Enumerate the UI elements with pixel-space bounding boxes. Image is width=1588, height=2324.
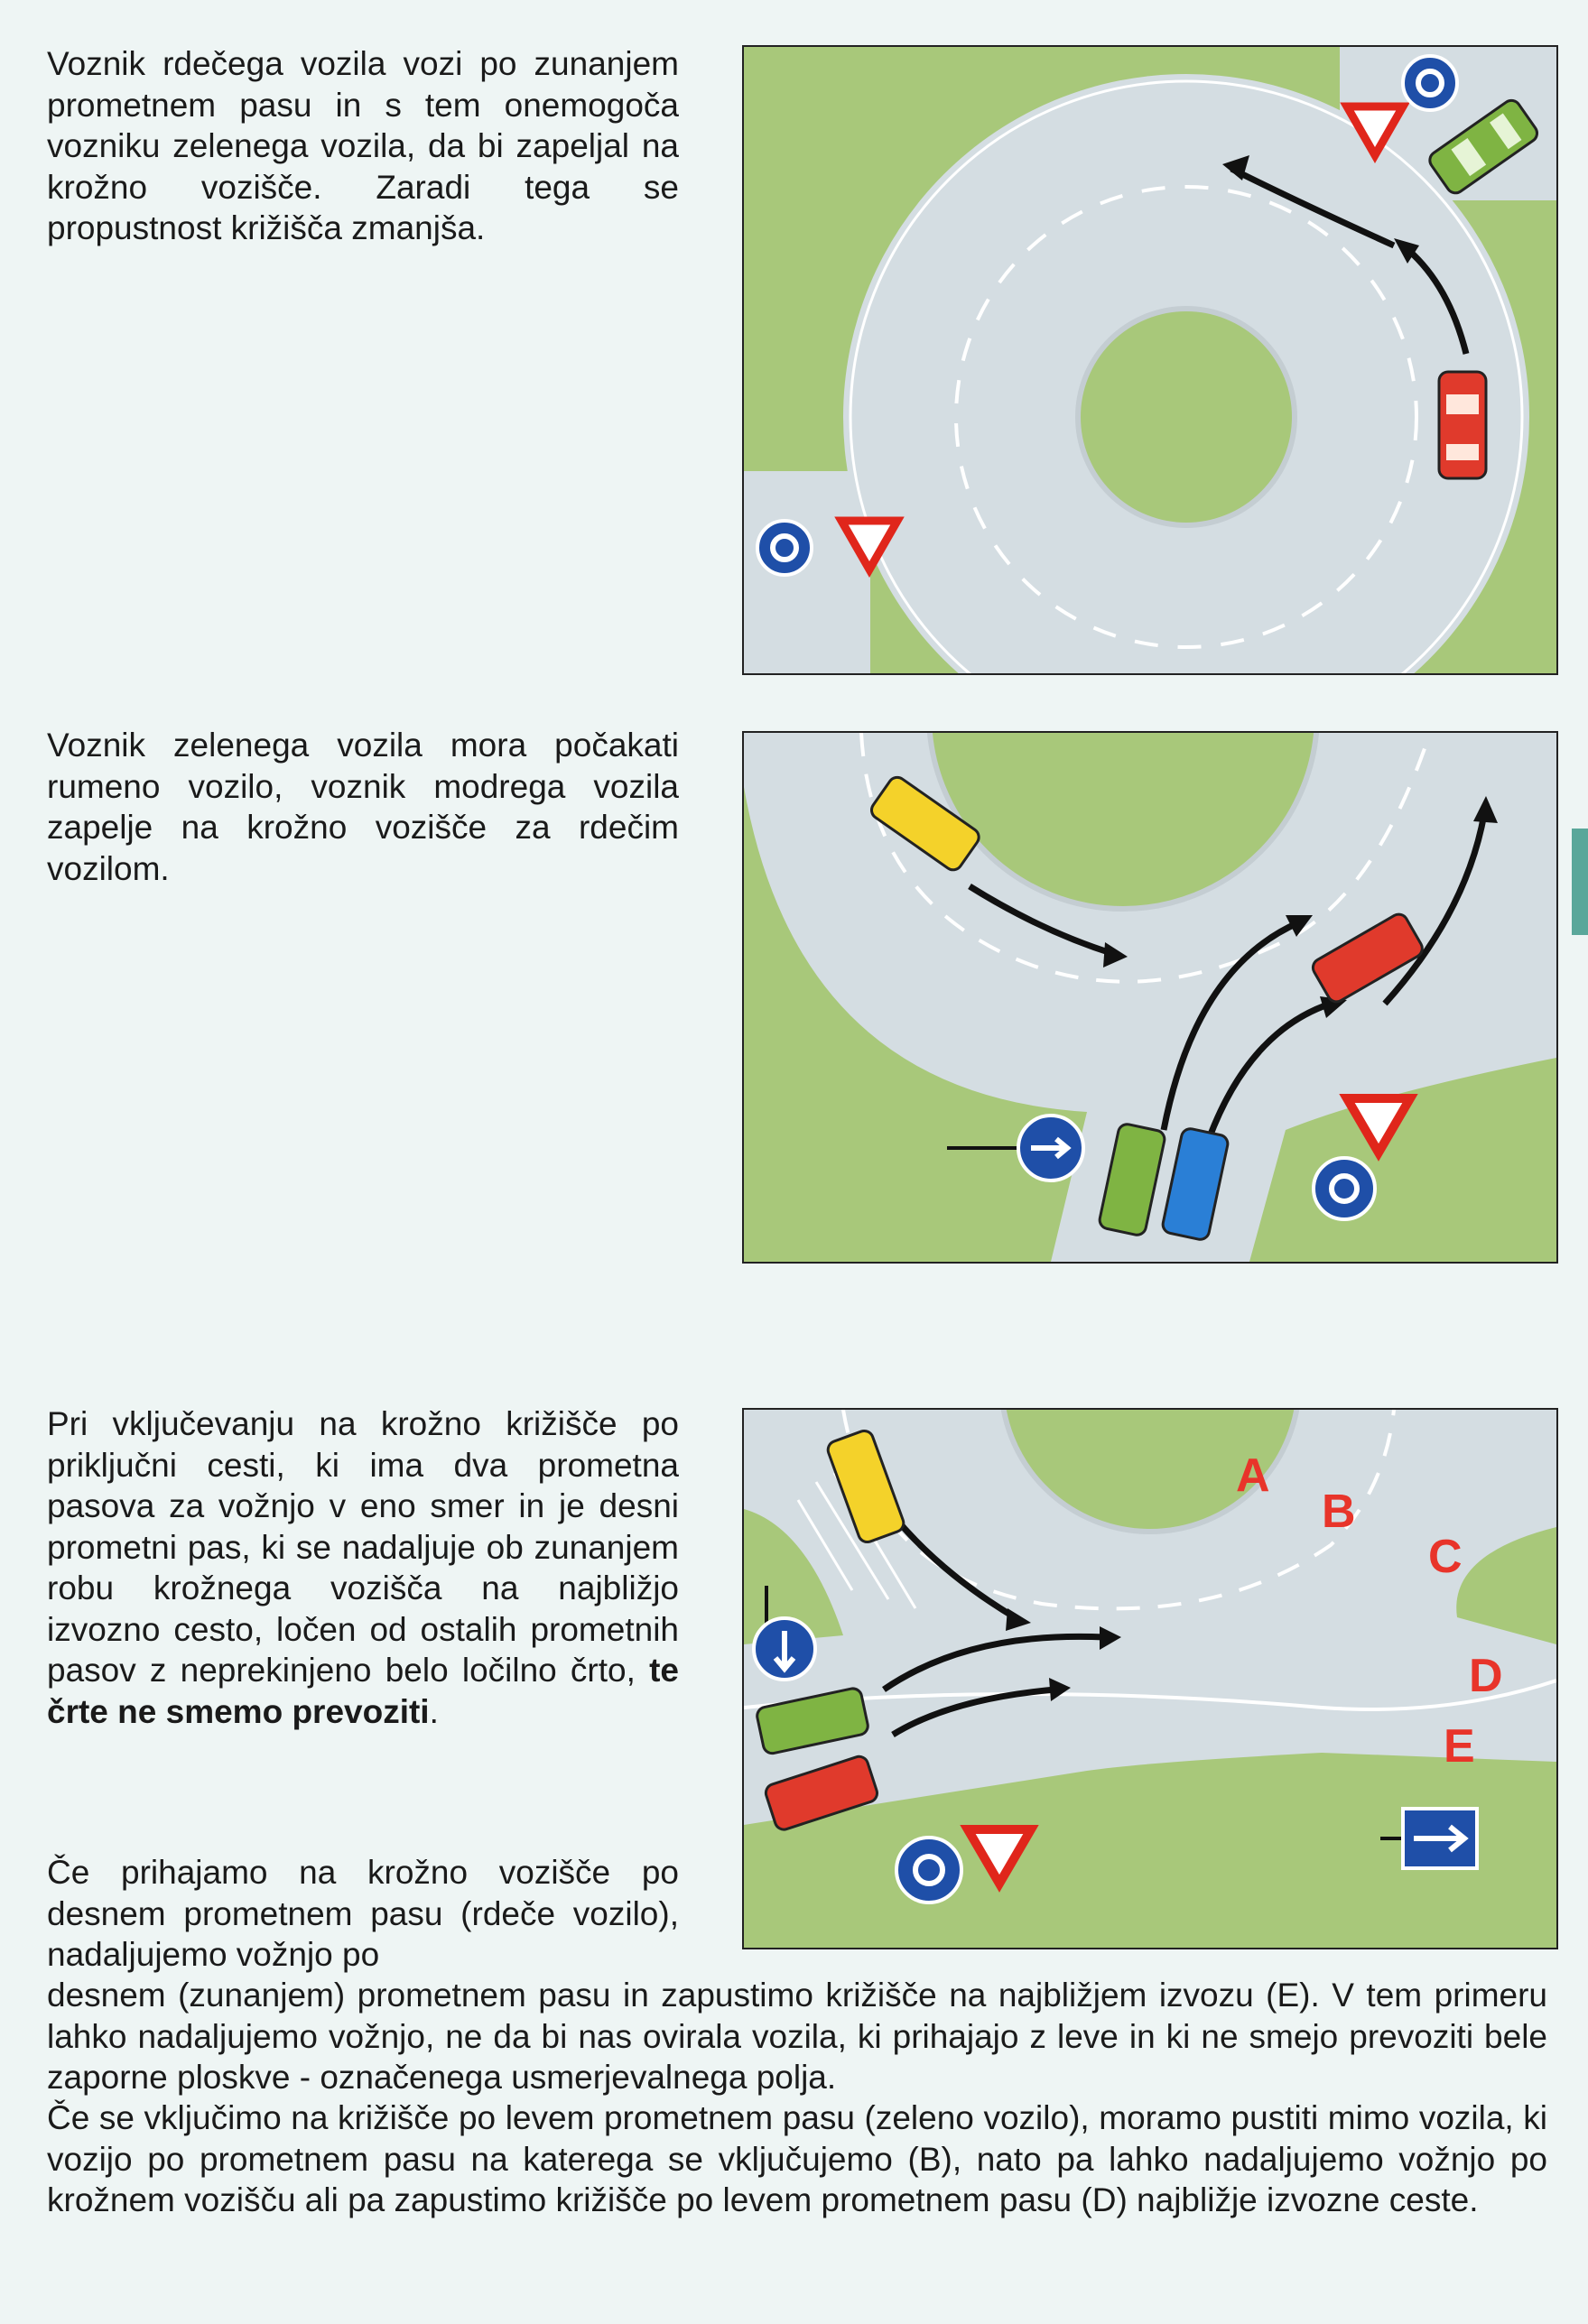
- figure-2-svg: [744, 733, 1556, 1262]
- paragraph-3: Pri vključevanju na krožno križišče po p…: [47, 1403, 679, 1732]
- roundabout-sign-icon: [757, 521, 812, 575]
- roundabout-sign-icon: [896, 1838, 961, 1903]
- label-b: B: [1322, 1486, 1356, 1538]
- paragraph-1: Voznik rdečega vozila vozi po zunanjem p…: [47, 43, 679, 249]
- paragraph-2: Voznik zelenega vozila mora počakati rum…: [47, 725, 679, 889]
- figure-2-roundabout: [742, 731, 1558, 1264]
- paragraph-5: Če se vključimo na križišče po levem pro…: [47, 2097, 1547, 2221]
- roundabout-sign-icon: [1403, 56, 1457, 110]
- car-icon: [1439, 372, 1486, 478]
- figure-3-svg: A B C D E: [744, 1410, 1556, 1948]
- paragraph-4-top: Če prihajamo na krožno vozišče po desnem…: [47, 1852, 679, 1976]
- roundabout-sign-icon: [1314, 1158, 1375, 1219]
- figure-3-roundabout: A B C D E: [742, 1408, 1558, 1949]
- figure-1-roundabout: [742, 45, 1558, 675]
- label-c: C: [1428, 1531, 1463, 1583]
- chapter-tab: [1572, 829, 1588, 935]
- label-d: D: [1469, 1650, 1503, 1702]
- label-a: A: [1236, 1449, 1270, 1502]
- paragraph-3-end: .: [430, 1693, 439, 1730]
- paragraph-3-text: Pri vključevanju na krožno križišče po p…: [47, 1405, 679, 1689]
- paragraph-4-bottom: desnem (zunanjem) prometnem pasu in zapu…: [47, 1975, 1547, 2098]
- figure-1-svg: [744, 47, 1556, 673]
- label-e: E: [1444, 1720, 1475, 1773]
